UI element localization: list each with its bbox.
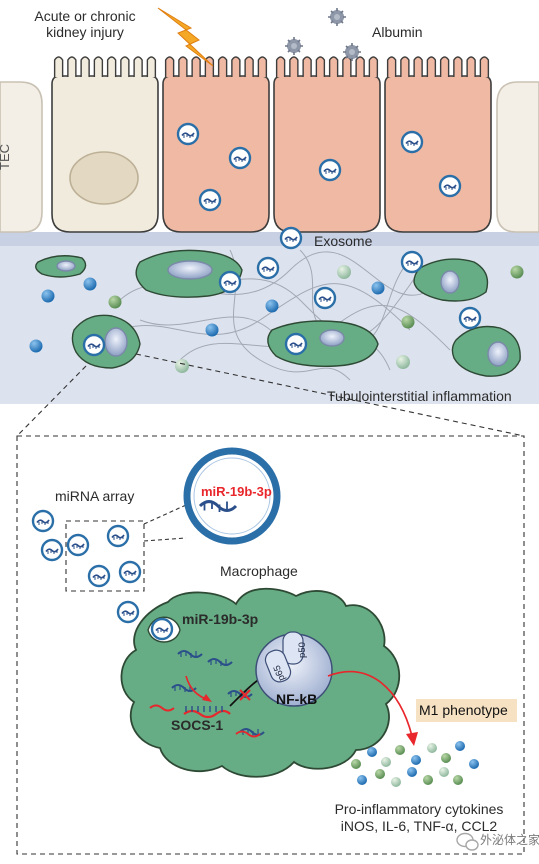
m1-activation-arrow-head xyxy=(406,732,418,746)
microvillus xyxy=(328,56,339,77)
injury-label: Acute or chronic kidney injury xyxy=(14,8,156,40)
microvillus xyxy=(231,56,241,77)
microvilli xyxy=(53,56,490,77)
microvillus xyxy=(257,56,268,77)
inflammation-label: Tubulointerstitial inflammation xyxy=(327,388,512,404)
watermark-text: 外泌体之家 xyxy=(480,833,539,847)
m1-phenotype-box xyxy=(416,699,517,722)
cytokines-title: Pro-inflammatory cytokines xyxy=(334,801,504,817)
socs-mrna xyxy=(149,704,261,738)
tec-cell-faint-left xyxy=(0,81,43,233)
microvillus xyxy=(217,56,228,77)
microvillus xyxy=(178,56,188,77)
microvillus xyxy=(479,56,490,77)
microvillus xyxy=(244,56,254,77)
microvillus xyxy=(439,56,450,77)
zoom-lines xyxy=(16,353,525,437)
zoomed-mirna-label: miR-19b-3p xyxy=(201,484,272,499)
microvillus xyxy=(191,56,201,77)
microvillus xyxy=(120,56,130,77)
microvillus xyxy=(302,56,312,77)
microvillus xyxy=(386,56,397,77)
tubular-epithelium xyxy=(0,75,539,233)
cytokines-list: iNOS, IL-6, TNF-α, CCL2 xyxy=(340,818,498,834)
microvillus xyxy=(368,56,379,77)
nfkb-label: NF-kB xyxy=(276,691,318,707)
tec-nucleus xyxy=(69,151,139,205)
tec-cell-faint-right xyxy=(496,81,539,233)
microvillus xyxy=(355,56,365,77)
mirna-name-label: miR-19b-3p xyxy=(182,611,259,627)
lightning-bolt-icon xyxy=(157,7,214,67)
cytokine-dots xyxy=(351,741,479,787)
exosome-label: Exosome xyxy=(314,233,373,249)
albumin-label: Albumin xyxy=(372,24,423,40)
tec-label: TEC xyxy=(0,144,12,170)
mirna-array-box xyxy=(65,520,145,592)
microvillus xyxy=(275,56,286,77)
p50-label: p50 xyxy=(297,642,308,658)
macrophage-label: Macrophage xyxy=(220,563,298,579)
socs-label: SOCS-1 xyxy=(171,717,224,733)
microvillus xyxy=(315,56,326,77)
interstitial-vesicles xyxy=(29,265,524,373)
approaching-exosome xyxy=(116,600,140,624)
microvillus xyxy=(426,56,437,77)
zoomed-exosome xyxy=(183,447,281,545)
microvillus xyxy=(93,56,104,77)
microvillus xyxy=(53,56,64,77)
nfkb-complex xyxy=(255,631,333,707)
microvillus xyxy=(453,56,463,77)
entering-exosome xyxy=(150,617,174,641)
binding-arrow-head xyxy=(202,694,212,702)
m1-activation-arrow xyxy=(327,670,413,737)
injury-label-line2: kidney injury xyxy=(46,24,124,41)
injury-label-line1: Acute or chronic xyxy=(34,8,136,24)
wechat-icon xyxy=(456,832,479,851)
tec-cell-injured-3 xyxy=(384,75,492,233)
mirna-array-label: miRNA array xyxy=(55,488,135,504)
m1-phenotype-label: M1 phenotype xyxy=(419,702,508,718)
basement-membrane xyxy=(0,232,539,246)
microvillus xyxy=(413,56,423,77)
microvillus xyxy=(466,56,476,77)
tec-cell-injured-2 xyxy=(273,75,381,233)
microvillus xyxy=(289,56,299,77)
albumin-particle-icon xyxy=(284,7,362,62)
array-zoom-lines xyxy=(143,504,187,542)
microvillus xyxy=(67,56,77,77)
microvillus xyxy=(164,56,175,77)
microvillus xyxy=(146,56,157,77)
microvillus xyxy=(106,56,117,77)
microvillus xyxy=(342,56,352,77)
microvillus xyxy=(133,56,143,77)
microvillus xyxy=(80,56,90,77)
inhibition-x-icon xyxy=(239,689,251,701)
microvillus xyxy=(400,56,410,77)
